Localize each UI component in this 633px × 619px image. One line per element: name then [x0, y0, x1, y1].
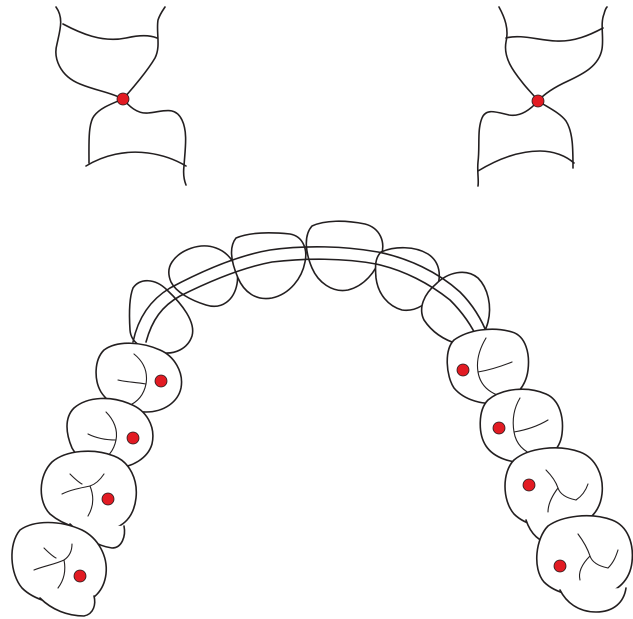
right-detail-contact-point	[532, 95, 544, 107]
right-posterior-teeth	[12, 343, 182, 616]
contact-point-right-second-premolar	[127, 432, 139, 444]
contact-point-left-second-premolar	[493, 422, 505, 434]
tooth-left-second-molar	[537, 516, 633, 612]
tooth-right-second-molar	[12, 523, 106, 617]
right-lower-tooth-groove	[478, 151, 574, 171]
tooth-left-central-incisor	[306, 221, 382, 290]
contact-point-right-first-molar	[102, 493, 114, 505]
tooth-right-central-incisor	[232, 233, 306, 299]
right-upper-tooth	[499, 7, 607, 101]
left-posterior-teeth	[447, 329, 632, 612]
contact-point-left-second-molar	[554, 560, 566, 572]
left-upper-tooth-groove	[63, 24, 157, 39]
contact-point-left-first-molar	[523, 479, 535, 491]
left-lower-tooth-groove	[86, 152, 186, 166]
anterior-teeth	[129, 221, 489, 353]
right-lower-tooth	[478, 101, 573, 186]
left-upper-tooth	[56, 7, 165, 99]
contact-point-right-second-molar	[74, 570, 86, 582]
contact-point-left-first-premolar	[457, 364, 469, 376]
right-contact-detail	[478, 7, 607, 186]
left-contact-detail	[56, 7, 186, 185]
left-detail-contact-point	[117, 93, 129, 105]
contact-point-right-first-premolar	[155, 375, 167, 387]
left-lower-tooth	[89, 99, 186, 185]
right-upper-tooth-groove	[506, 28, 603, 41]
